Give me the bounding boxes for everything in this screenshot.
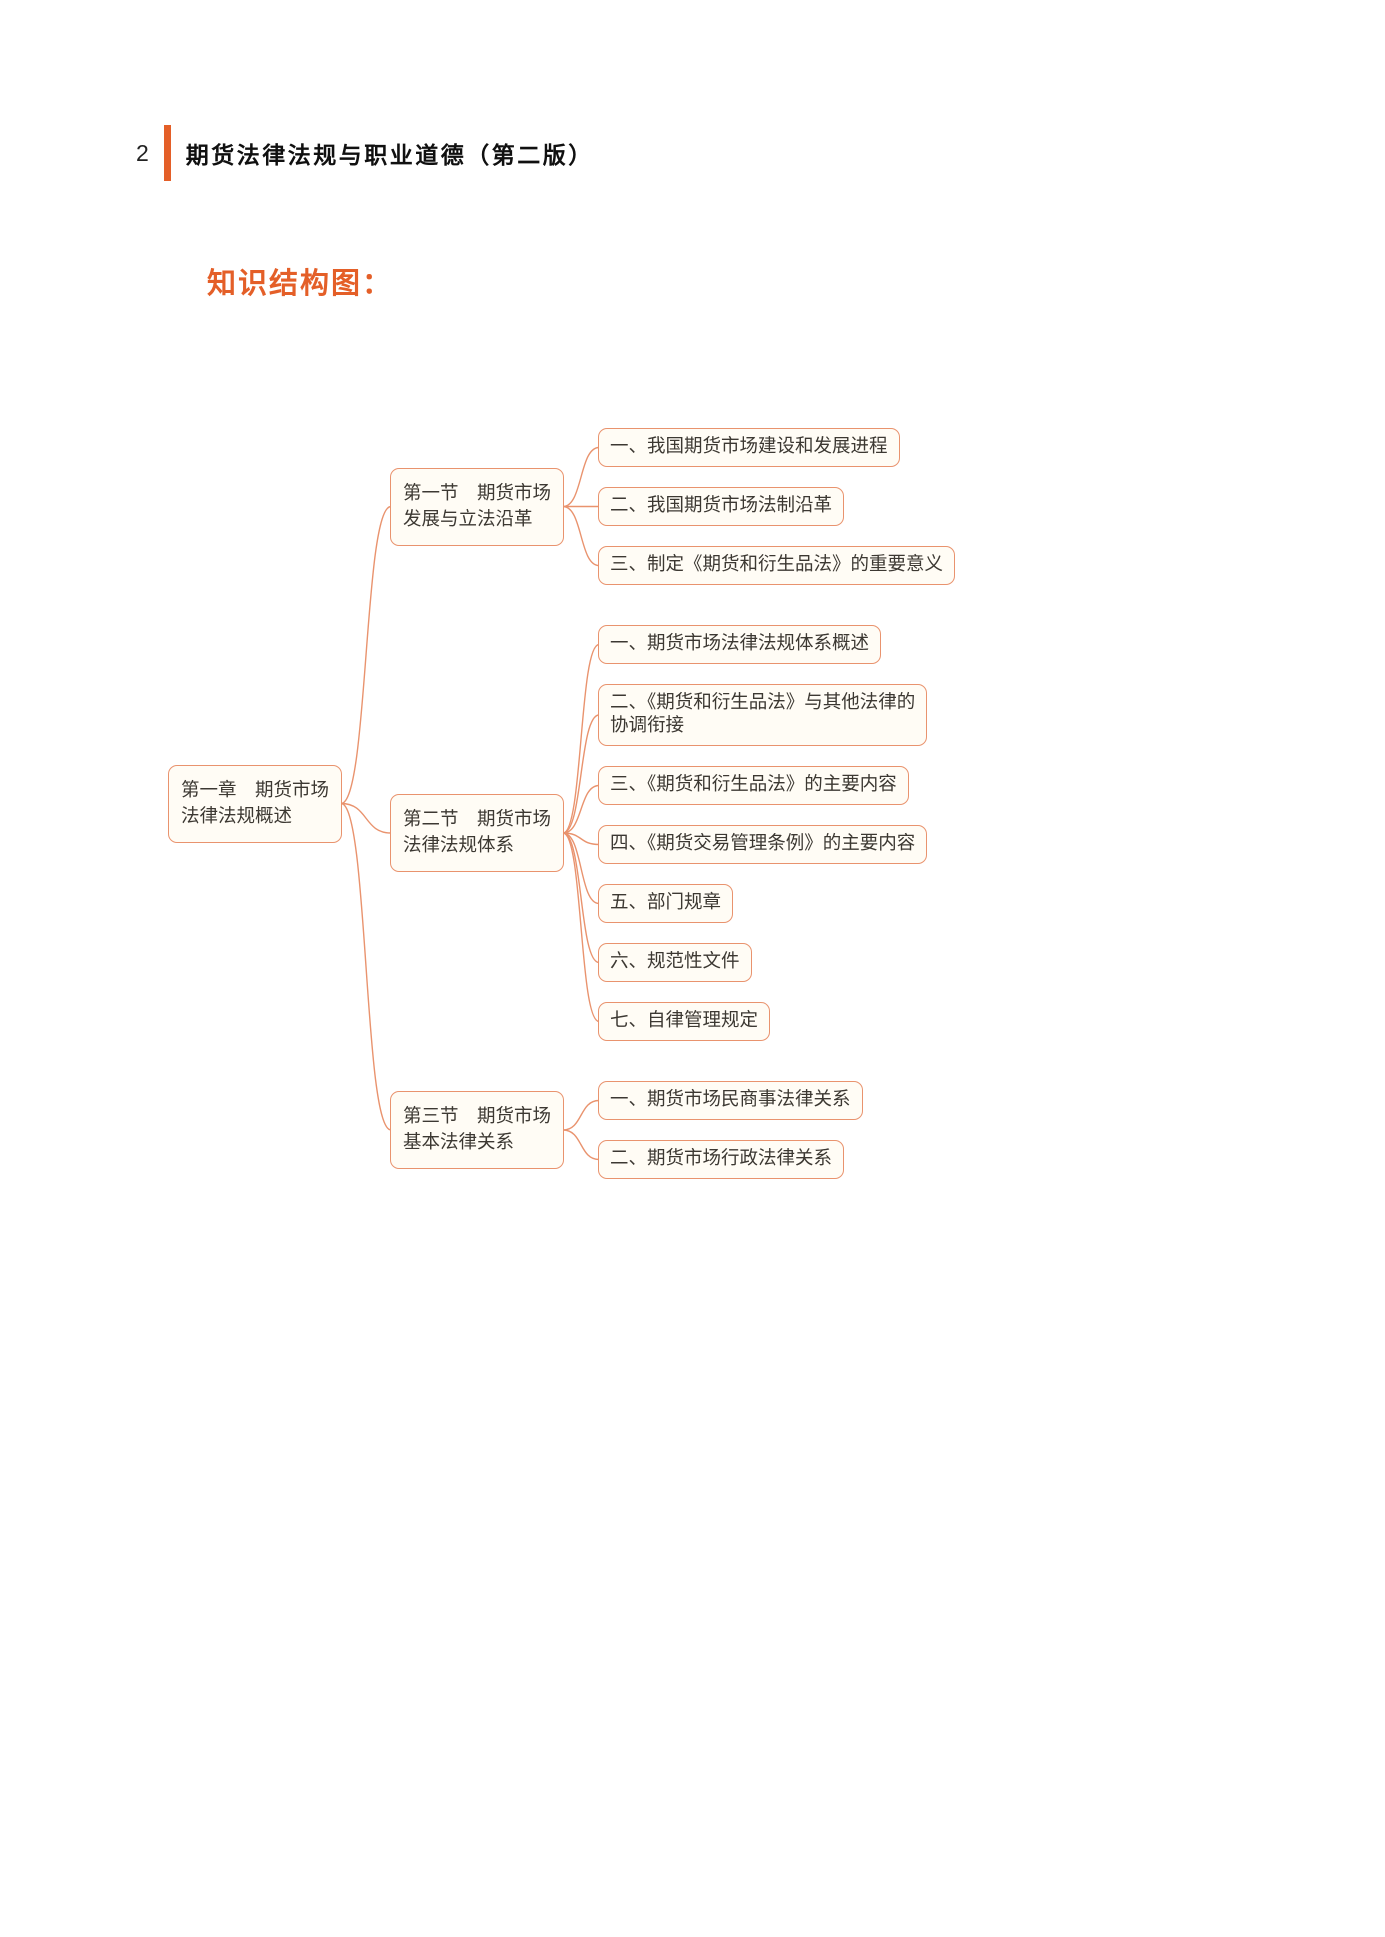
branch-group-3: 第三节 期货市场 基本法律关系一、期货市场民商事法律关系二、期货市场行政法律关系: [390, 1081, 863, 1179]
leaf-node-2-7: 七、自律管理规定: [598, 1002, 771, 1041]
connectors-layer: [340, 446, 600, 1161]
knowledge-tree: 第一章 期货市场 法律法规概述 第一节 期货市场 发展与立法沿革一、我国期货市场建…: [168, 428, 956, 1179]
connector-line: [562, 832, 600, 905]
connector-line: [562, 784, 600, 834]
root-node: 第一章 期货市场 法律法规概述: [168, 764, 343, 843]
connector-line: [341, 802, 392, 834]
connector-line: [562, 643, 600, 834]
header-accent-bar: [163, 125, 171, 181]
leaf-node-2-1: 一、期货市场法律法规体系概述: [598, 625, 882, 664]
section-heading: 知识结构图：: [207, 268, 394, 300]
knowledge-diagram: 第一章 期货市场 法律法规概述 第一节 期货市场 发展与立法沿革一、我国期货市场建…: [168, 428, 956, 1179]
branch-group-2: 第二节 期货市场 法律法规体系一、期货市场法律法规体系概述二、《期货和衍生品法》…: [390, 625, 928, 1041]
leaf-node-1-3: 三、制定《期货和衍生品法》的重要意义: [598, 546, 956, 585]
branch-node-3: 第三节 期货市场 基本法律关系: [390, 1091, 565, 1169]
leaves-column-2: 一、期货市场法律法规体系概述二、《期货和衍生品法》与其他法律的 协调衔接三、《期…: [598, 625, 928, 1041]
leaves-column-1: 一、我国期货市场建设和发展进程二、我国期货市场法制沿革三、制定《期货和衍生品法》…: [598, 428, 956, 585]
connector-line: [562, 1129, 600, 1161]
page-header: 2 期货法律法规与职业道德（第二版）: [136, 124, 594, 182]
leaf-node-2-4: 四、《期货交易管理条例》的主要内容: [598, 825, 928, 864]
connector-line: [562, 832, 600, 1023]
branch-node-2: 第二节 期货市场 法律法规体系: [390, 794, 565, 872]
leaf-node-2-6: 六、规范性文件: [598, 943, 752, 982]
connector-line: [562, 1099, 600, 1131]
connector-line: [563, 832, 600, 846]
leaf-node-2-2: 二、《期货和衍生品法》与其他法律的 协调衔接: [598, 684, 928, 746]
leaf-node-2-3: 三、《期货和衍生品法》的主要内容: [598, 766, 909, 805]
branch-group-1: 第一节 期货市场 发展与立法沿革一、我国期货市场建设和发展进程二、我国期货市场法…: [390, 428, 956, 585]
connector-line: [562, 832, 600, 964]
leaf-node-3-2: 二、期货市场行政法律关系: [598, 1140, 845, 1179]
page-number: 2: [136, 139, 149, 166]
connector-line: [340, 802, 392, 1131]
leaf-node-3-1: 一、期货市场民商事法律关系: [598, 1081, 863, 1120]
branch-node-1: 第一节 期货市场 发展与立法沿革: [390, 467, 565, 546]
leaf-node-2-5: 五、部门规章: [598, 884, 734, 923]
connector-line: [562, 505, 600, 567]
leaf-node-1-1: 一、我国期货市场建设和发展进程: [598, 428, 900, 467]
connector-line: [562, 714, 600, 834]
branches-column: 第一节 期货市场 发展与立法沿革一、我国期货市场建设和发展进程二、我国期货市场法…: [390, 428, 956, 1179]
connector-line: [340, 505, 392, 805]
leaves-column-3: 一、期货市场民商事法律关系二、期货市场行政法律关系: [598, 1081, 863, 1179]
leaf-node-1-2: 二、我国期货市场法制沿革: [598, 487, 845, 526]
connector-line: [562, 446, 600, 508]
header-title: 期货法律法规与职业道德（第二版）: [185, 142, 594, 168]
